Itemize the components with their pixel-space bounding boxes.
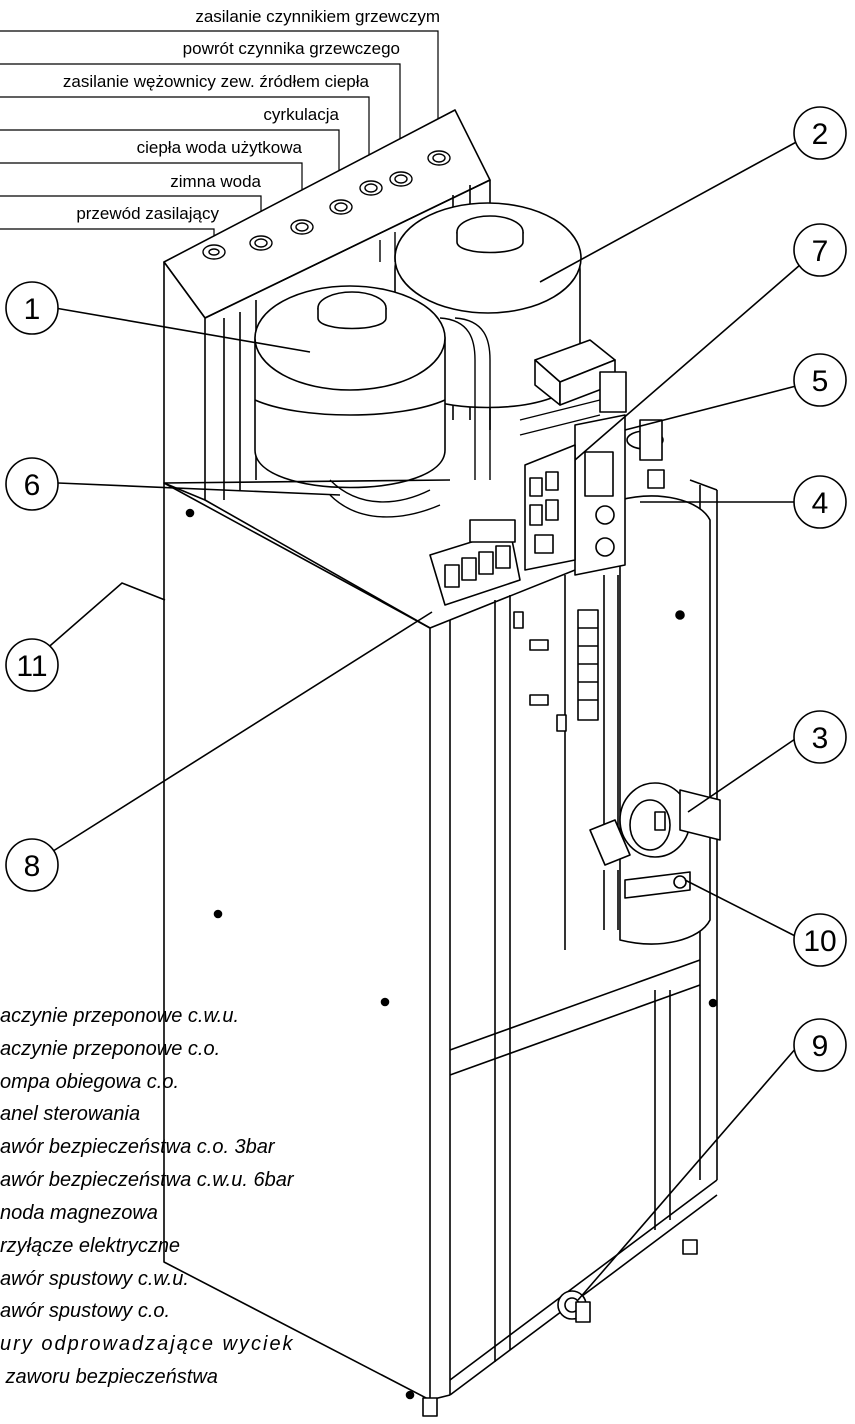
legend: aczynie przeponowe c.w.u. aczynie przepo… — [0, 1005, 295, 1388]
port-circulation — [329, 199, 353, 215]
callout-circle-6 — [5, 457, 59, 511]
port-hot-water — [290, 219, 314, 235]
legend-item-9: awór spustowy c.w.u. — [0, 1268, 189, 1290]
callout-numbers: 1 2 3 4 5 6 7 8 9 10 11 — [16, 118, 836, 1063]
callout-7: 7 — [812, 235, 829, 268]
pump-pipe — [603, 575, 619, 930]
port-coil-supply — [359, 180, 383, 196]
legend-item-3: ompa obiegowa c.o. — [0, 1071, 179, 1093]
connection-label-power-cable: przewód zasilający — [76, 204, 219, 223]
callout-circle-4 — [793, 475, 847, 529]
callouts — [5, 106, 847, 1301]
callout-2: 2 — [812, 118, 829, 151]
legend-item-1: aczynie przeponowe c.w.u. — [0, 1005, 239, 1027]
legend-item-2: aczynie przeponowe c.o. — [0, 1038, 220, 1060]
legend-item-11: ury odprowadzające wyciek — [0, 1333, 295, 1355]
connection-ports — [202, 150, 451, 260]
port-heating-supply — [427, 150, 451, 166]
expansion-vessel-cwu — [254, 285, 446, 489]
connection-label-heating-supply: zasilanie czynnikiem grzewczym — [195, 7, 440, 26]
connection-label-hot-water: ciepła woda użytkowa — [137, 138, 303, 157]
callout-8: 8 — [24, 850, 41, 883]
legend-item-8: rzyłącze elektryczne — [0, 1235, 180, 1257]
panel-tabs — [513, 611, 567, 732]
valve-cluster — [589, 419, 691, 899]
bottom-drain-valve — [557, 1290, 591, 1323]
connection-label-heating-return: powrót czynnika grzewczego — [183, 39, 400, 58]
callout-circle-7 — [793, 223, 847, 277]
legend-item-10: awór spustowy c.o. — [0, 1300, 170, 1322]
main-cabinet — [163, 479, 718, 1401]
callout-circle-1 — [5, 281, 59, 335]
callout-circle-11 — [5, 638, 59, 692]
control-panel-drawing — [524, 414, 626, 576]
manifold-strip — [577, 609, 599, 721]
legend-item-5: awór bezpieczeństwa c.o. 3bar — [0, 1136, 276, 1158]
callout-3: 3 — [812, 722, 829, 755]
connection-labels: zasilanie czynnikiem grzewczym powrót cz… — [63, 7, 440, 223]
unit-feet — [422, 1239, 698, 1417]
terminal-blocks — [429, 519, 521, 606]
callout-4: 4 — [812, 487, 829, 520]
port-power-cable — [202, 244, 226, 260]
connection-label-coil-supply: zasilanie wężownicy zew. źródłem ciepła — [63, 72, 370, 91]
port-heating-return — [389, 171, 413, 187]
connection-label-circulation: cyrkulacja — [263, 105, 339, 124]
callout-6: 6 — [24, 469, 41, 502]
callout-circle-10 — [793, 913, 847, 967]
circulation-pump — [619, 782, 721, 858]
unit-drawing — [163, 109, 721, 1417]
connection-label-cold-water: zimna woda — [170, 172, 261, 191]
vessel-pipes — [329, 232, 601, 518]
callout-11: 11 — [16, 650, 47, 683]
three-way-valve-actuator — [534, 339, 627, 413]
legend-item-7: noda magnezowa — [0, 1202, 158, 1224]
legend-item-4: anel sterowania — [0, 1103, 140, 1125]
callout-circle-3 — [793, 710, 847, 764]
legend-item-6: awór bezpieczeństwa c.w.u. 6bar — [0, 1169, 295, 1191]
callout-circle-5 — [793, 353, 847, 407]
callout-9: 9 — [812, 1030, 829, 1063]
callout-circle-2 — [793, 106, 847, 160]
callout-circle-8 — [5, 838, 59, 892]
callout-10: 10 — [803, 925, 836, 958]
legend-item-12: zaworu bezpieczeństwa — [0, 1366, 218, 1388]
callout-5: 5 — [812, 365, 829, 398]
callout-circle-9 — [793, 1018, 847, 1072]
callout-1: 1 — [24, 293, 41, 326]
port-cold-water — [249, 235, 273, 251]
